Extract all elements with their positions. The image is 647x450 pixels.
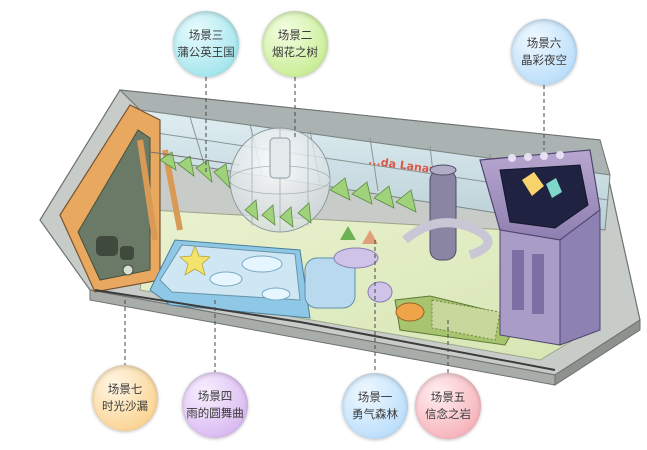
- scene-6-label: 场景六 晶彩夜空: [511, 19, 577, 85]
- scene-3-dandelion-banners: [149, 151, 241, 190]
- scene-2-firework-tree: [229, 127, 331, 233]
- scene-7-number: 场景七: [107, 382, 143, 396]
- scene-7-hourglass-zone: [59, 104, 183, 293]
- slide-tower: [402, 164, 493, 261]
- scene-4-rain-platform: [149, 239, 356, 319]
- scene-5-label: 场景五 信念之岩: [415, 373, 481, 439]
- front-rail: [94, 289, 556, 371]
- scene-3-label: 场景三 蒲公英王国: [173, 11, 239, 77]
- scene-4-number: 场景四: [197, 389, 233, 403]
- scene-1-brave-forest: [329, 177, 417, 303]
- scene-1-label: 场景一 勇气森林: [342, 373, 408, 439]
- scene-6-name: 晶彩夜空: [521, 53, 567, 67]
- scene-1-name: 勇气森林: [352, 407, 398, 421]
- leader-lines: [124, 77, 545, 373]
- scene-4-label: 场景四 雨的圆舞曲: [182, 372, 248, 438]
- scene-6-night-sky: [479, 149, 601, 346]
- scene-3-number: 场景三: [188, 28, 224, 42]
- scene-1-number: 场景一: [357, 390, 393, 404]
- scene-6-number: 场景六: [526, 36, 562, 50]
- scene-2-label: 场景二 烟花之树: [262, 11, 328, 77]
- scene-2-number: 场景二: [277, 28, 313, 42]
- scene-7-label: 场景七 时光沙漏: [92, 365, 158, 431]
- scene-4-name: 雨的圆舞曲: [186, 406, 244, 420]
- scene-2-name: 烟花之树: [272, 45, 318, 59]
- scene-5-number: 场景五: [430, 390, 466, 404]
- scene-5-rock-of-faith: [394, 295, 521, 346]
- scene-7-name: 时光沙漏: [102, 399, 148, 413]
- scene-3-name: 蒲公英王国: [177, 45, 235, 59]
- scene-5-name: 信念之岩: [425, 407, 471, 421]
